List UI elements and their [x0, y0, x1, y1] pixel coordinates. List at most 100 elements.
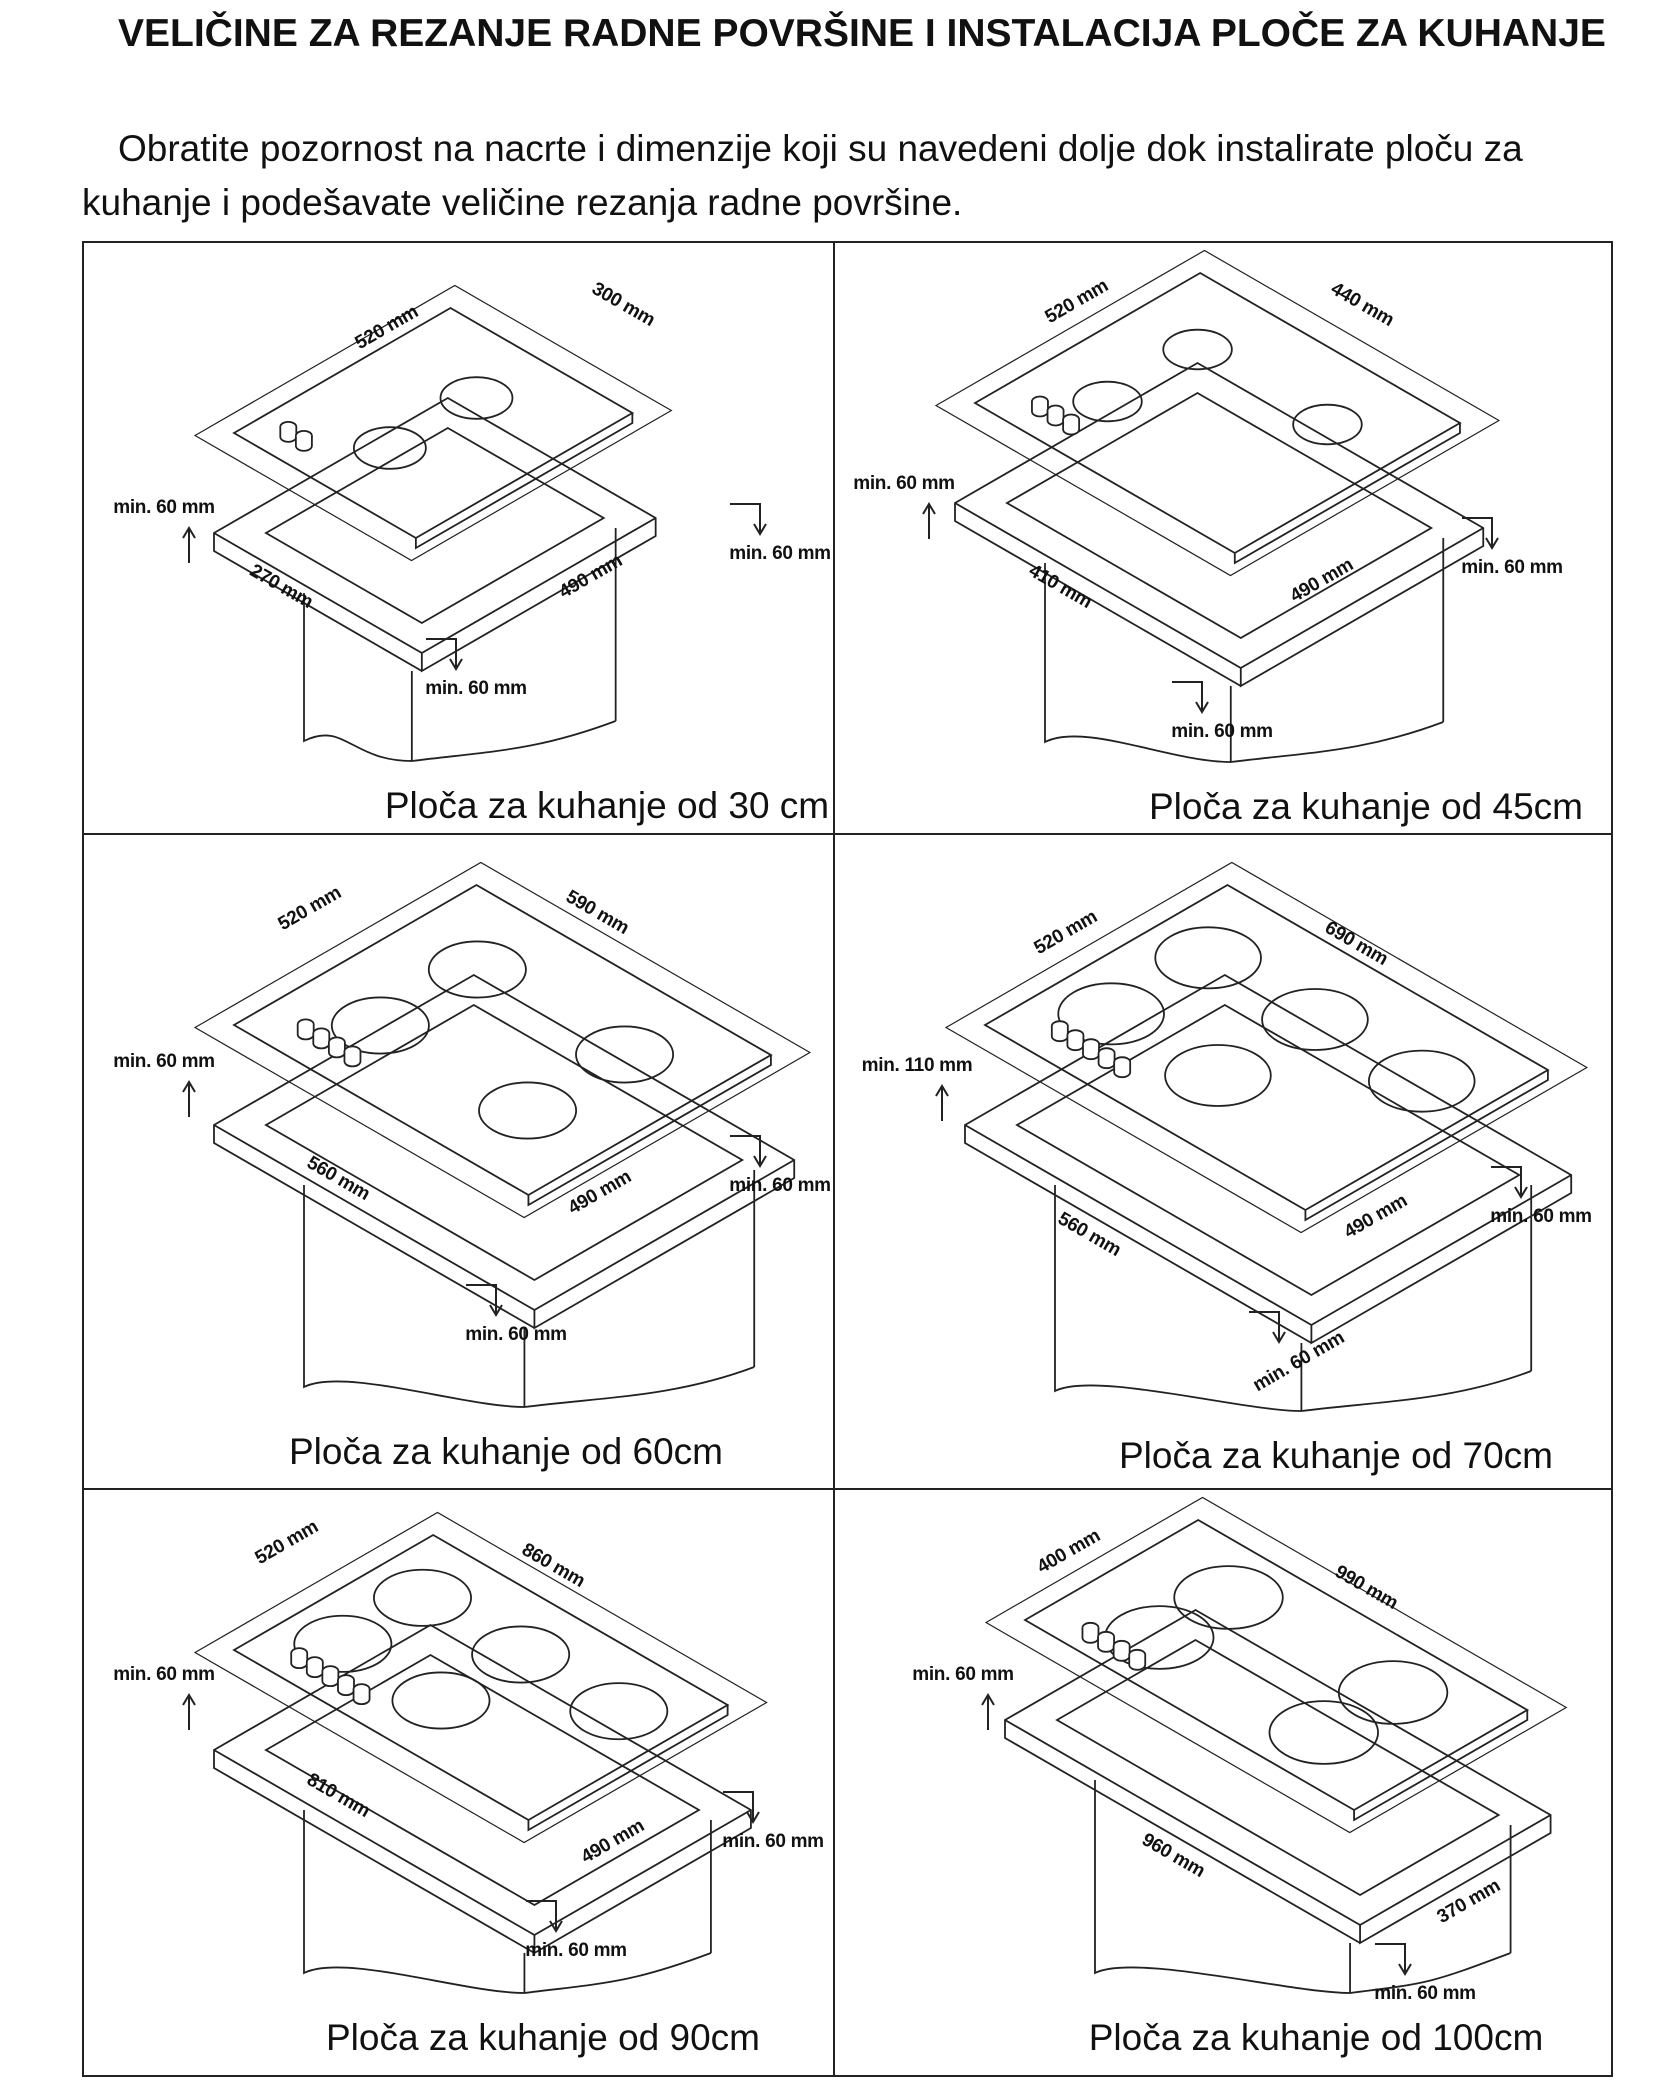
dimension-label: min. 60 mm [722, 1831, 824, 1852]
dimension-frame [195, 1513, 767, 1843]
hob-installation-drawing [182, 1490, 833, 2077]
dimension-label: min. 60 mm [912, 1664, 1014, 1685]
hob-front-edge [1305, 1070, 1547, 1220]
dimension-label: min. 60 mm [1490, 1206, 1592, 1227]
worktop-cutout [266, 428, 604, 623]
hob-glass-top [234, 885, 771, 1195]
arrow-down-icon [730, 503, 767, 536]
worktop-cutout [1007, 393, 1431, 638]
panel-caption: Ploča za kuhanje od 70cm [1119, 1435, 1553, 1476]
dimension-label: min. 60 mm [1461, 557, 1563, 578]
dimension-label: min. 60 mm [1374, 1983, 1476, 2004]
worktop [214, 1625, 751, 1953]
control-knob-icon [1048, 410, 1064, 426]
cabinet-outline [304, 528, 616, 761]
worktop-cutout-group [266, 428, 604, 623]
hob-glass-top [985, 885, 1548, 1210]
hob-front-edge [1354, 1710, 1527, 1820]
control-knob-icon [1063, 419, 1079, 435]
control-knob-icon [1067, 1035, 1083, 1050]
cooking-zone-icon [274, 1604, 411, 1683]
hob-glass-top [1025, 1520, 1527, 1810]
cooking-zone-icon [1247, 1688, 1401, 1777]
arrow-down-icon [1491, 1166, 1528, 1199]
arrow-up-icon [182, 526, 196, 563]
grid-divider-horizontal [84, 1488, 1611, 1490]
hob-front-edge [528, 1705, 727, 1830]
dimension-frame [986, 1498, 1566, 1833]
dimension-frame [195, 863, 810, 1218]
control-knob-icon [1032, 401, 1048, 417]
hob-group [936, 251, 1499, 576]
worktop-cutout [266, 1005, 742, 1280]
cooking-zone-icon [1152, 1553, 1306, 1642]
control-knob-icon [329, 1042, 345, 1057]
panel-caption: Ploča za kuhanje od 45cm [1149, 786, 1583, 827]
hob-front-edge [528, 1055, 770, 1205]
cooking-zone-icon [1149, 322, 1246, 378]
page-title: VELIČINE ZA REZANJE RADNE POVRŠINE I INS… [118, 12, 1606, 55]
dimension-label: min. 60 mm [465, 1324, 567, 1345]
cabinet-outline [1095, 1780, 1511, 1993]
dimension-frame [936, 251, 1499, 576]
dimension-frame [946, 863, 1587, 1233]
arrow-down-icon [730, 1135, 767, 1168]
control-knob-icon [344, 1051, 360, 1066]
dimension-label: min. 60 mm [425, 678, 527, 699]
worktop [214, 975, 794, 1328]
worktop-cutout [1057, 1640, 1499, 1895]
dimension-label: min. 60 mm [525, 1940, 627, 1961]
dimension-label: min. 60 mm [113, 1051, 215, 1072]
arrow-up-icon [935, 1084, 949, 1121]
hob-group [195, 286, 671, 561]
dimension-label: min. 110 mm [861, 1055, 973, 1076]
hob-group [195, 1513, 767, 1843]
cooking-zone-icon [1240, 976, 1390, 1062]
grid-divider-horizontal [84, 833, 1611, 835]
cooking-zone-icon [1059, 374, 1156, 430]
control-knob-icon [1129, 1654, 1145, 1670]
cooking-zone-icon [452, 1615, 589, 1694]
arrow-down-icon [1462, 517, 1499, 550]
cooking-zone-icon [550, 1672, 687, 1751]
worktop [1005, 1610, 1551, 1943]
cooking-zone-icon [372, 1661, 509, 1740]
panel-caption: Ploča za kuhanje od 100cm [1088, 2017, 1544, 2058]
arrow-down-icon [426, 638, 463, 671]
hob-group [946, 863, 1587, 1233]
control-knob-icon [1083, 1044, 1099, 1059]
worktop [965, 975, 1571, 1343]
hob-front-edge [1235, 423, 1460, 563]
control-knob-icon [322, 1671, 338, 1686]
control-knob-icon [1114, 1645, 1130, 1661]
cooking-zone-icon [339, 419, 441, 478]
arrow-up-icon [182, 1693, 196, 1730]
arrow-down-icon [1375, 1943, 1412, 1976]
dimension-label: min. 60 mm [729, 543, 831, 564]
control-knob-icon [338, 1680, 354, 1695]
hob-installation-drawing [922, 243, 1615, 833]
cooking-zone-icon [354, 1558, 491, 1637]
cabinet-outline [304, 1170, 754, 1407]
cooking-zone-icon [409, 930, 546, 1009]
arrow-up-icon [922, 502, 936, 539]
cooking-zone-icon [459, 1071, 596, 1150]
worktop [214, 398, 656, 671]
hob-glass-top [234, 1535, 728, 1820]
worktop-cutout [266, 1655, 699, 1905]
control-knob-icon [280, 426, 296, 442]
dimension-label: min. 60 mm [113, 1664, 215, 1685]
control-knob-icon [291, 1653, 307, 1668]
arrow-down-icon [466, 1284, 503, 1317]
hob-glass-top [975, 273, 1460, 553]
arrow-down-icon [526, 1900, 563, 1933]
hob-glass-top [234, 308, 632, 538]
hob-group [195, 863, 810, 1218]
cabinet-outline [1055, 1185, 1531, 1411]
intro-text: Obratite pozornost na nacrte i dimenzije… [82, 128, 1523, 223]
cooking-zone-icon [1347, 1038, 1497, 1124]
